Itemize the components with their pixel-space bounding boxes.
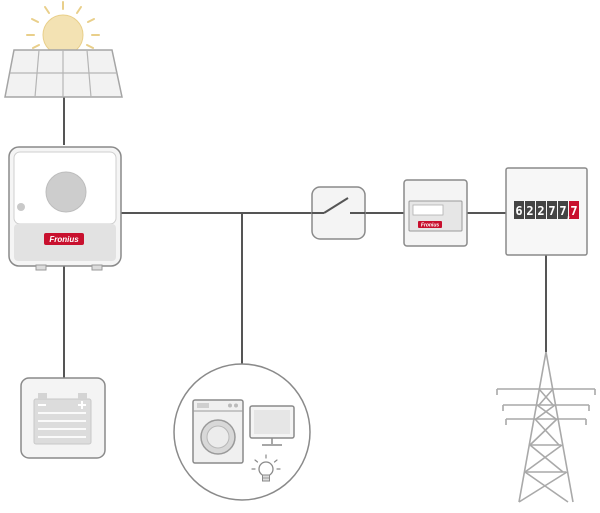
power-pylon-icon <box>496 351 596 503</box>
battery-icon <box>33 393 92 445</box>
meter-digit: 2 <box>526 204 533 218</box>
meter-decimal-point: , <box>565 210 571 221</box>
utility-meter: 6 2 2 7 7 , 7 <box>505 167 588 256</box>
inverter-brand-badge <box>44 233 84 245</box>
washing-machine-icon <box>192 399 244 464</box>
wiring <box>63 97 547 378</box>
inverter: Fronius <box>8 146 122 271</box>
inverter-display-icon <box>45 171 87 213</box>
smart-meter: Fronius <box>403 179 468 247</box>
smart-meter-brand-label: Fronius <box>421 223 440 229</box>
smart-meter-display <box>412 204 444 216</box>
meter-decimal-digit: 7 <box>570 204 577 218</box>
household-loads <box>173 363 311 501</box>
inverter-status-led-icon <box>17 203 25 211</box>
solar-panel-icon <box>4 49 123 98</box>
meter-digit: 2 <box>537 204 544 218</box>
meter-digit: 6 <box>515 204 522 218</box>
disconnect-switch <box>311 186 366 240</box>
smart-meter-brand-badge <box>418 221 442 228</box>
sun-icon <box>26 1 100 56</box>
battery-unit <box>20 377 106 459</box>
meter-digit: 7 <box>559 204 566 218</box>
light-bulb-icon <box>251 454 281 482</box>
inverter-brand-label: Fronius <box>49 235 79 244</box>
meter-counter-display: 6 2 2 7 7 , 7 <box>514 201 579 221</box>
switch-icon <box>312 197 365 214</box>
meter-digit: 7 <box>548 204 555 218</box>
tv-icon <box>249 405 295 446</box>
